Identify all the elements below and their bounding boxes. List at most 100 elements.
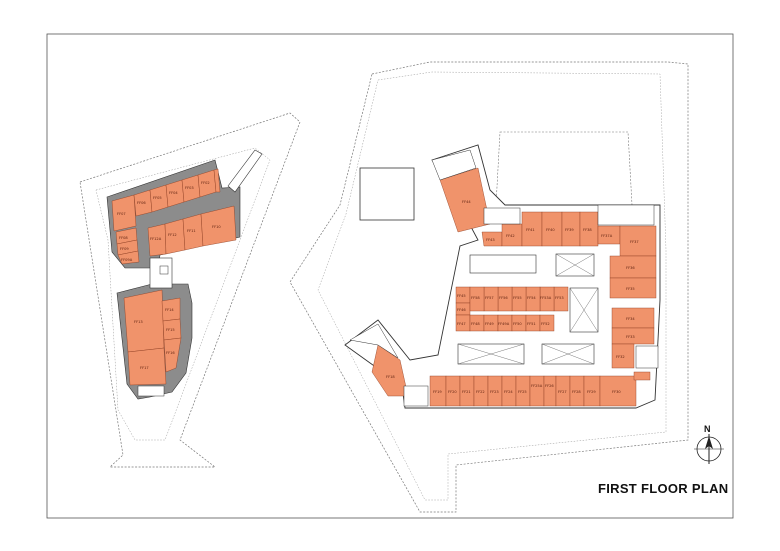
unit-ff09a[interactable] (117, 250, 140, 265)
label-ff16: FF16 (166, 351, 175, 355)
label-ff09: FF09 (120, 247, 129, 251)
core-north-east (597, 204, 655, 226)
label-ff22: FF22 (476, 390, 485, 394)
label-ff23: FF23 (490, 390, 499, 394)
label-ff24: FF24 (504, 390, 513, 394)
label-ff42: FF42 (506, 234, 515, 238)
label-ff45: FF45 (457, 294, 466, 298)
label-ff37a: FF37A (601, 234, 613, 238)
label-ff56: FF56 (499, 296, 508, 300)
unit-labels: FF07 FF06 FF05 FF04 FF03 FF02 FF08 FF09 … (117, 181, 639, 394)
label-ff34: FF34 (626, 317, 635, 321)
label-ff29: FF29 (587, 390, 596, 394)
unit-ff37[interactable] (619, 225, 657, 257)
label-ff49: FF49 (485, 322, 494, 326)
label-ff39: FF39 (565, 228, 574, 232)
label-ff32: FF32 (616, 355, 625, 359)
label-ff14: FF14 (165, 308, 174, 312)
label-ff18: FF18 (386, 375, 395, 379)
east-block (344, 144, 661, 409)
label-ff11: FF11 (187, 229, 196, 233)
label-ff52: FF52 (541, 322, 550, 326)
label-ff30: FF30 (612, 390, 621, 394)
label-ff12: FF12 (168, 233, 177, 237)
label-ff25: FF25 (518, 390, 527, 394)
label-ff21: FF21 (462, 390, 471, 394)
unit-ff10[interactable] (200, 205, 237, 247)
label-ff17: FF17 (140, 366, 149, 370)
label-ff33: FF33 (626, 335, 635, 339)
label-ff27: FF27 (558, 390, 567, 394)
label-ff04: FF04 (169, 191, 178, 195)
west-lower-stair (137, 385, 165, 397)
label-ff49a: FF49A (498, 322, 510, 326)
label-ff38: FF38 (583, 228, 592, 232)
label-ff51: FF51 (527, 322, 536, 326)
label-ff40: FF40 (546, 228, 555, 232)
unit-ff07[interactable] (111, 194, 137, 232)
label-ff15: FF15 (166, 328, 175, 332)
label-ff53: FF53 (555, 296, 564, 300)
unit-ff16[interactable] (163, 337, 182, 373)
core-north (483, 207, 521, 225)
west-stair (159, 265, 169, 275)
unit-ff17[interactable] (127, 347, 167, 386)
unit-ff18[interactable] (371, 344, 409, 397)
label-ff08: FF08 (119, 236, 128, 240)
label-ff05: FF05 (153, 196, 162, 200)
unit-ff52[interactable] (539, 314, 555, 332)
label-ff07: FF07 (117, 212, 126, 216)
wing-toilets-sw (349, 323, 399, 359)
label-ff55: FF55 (513, 296, 522, 300)
label-ff20: FF20 (448, 390, 457, 394)
wing-toilets-nw (431, 149, 477, 181)
west-lower-units (123, 289, 182, 386)
label-ff46: FF46 (457, 308, 466, 312)
label-ff10: FF10 (212, 225, 221, 229)
annex-block (359, 167, 415, 221)
label-ff36: FF36 (626, 266, 635, 270)
label-ff25a: FF25A (531, 384, 543, 388)
north-arrow-icon (694, 434, 724, 464)
unit-ff26[interactable] (543, 375, 557, 407)
label-ff50: FF50 (513, 322, 522, 326)
unit-ff32[interactable] (611, 343, 635, 369)
label-ff48: FF48 (471, 322, 480, 326)
unit-ff31[interactable] (633, 371, 651, 381)
label-ff37: FF37 (630, 240, 639, 244)
label-ff47: FF47 (457, 322, 466, 326)
upper-courtyard-outline (495, 131, 633, 206)
plan-title: FIRST FLOOR PLAN (598, 481, 729, 496)
unit-ff35[interactable] (609, 277, 657, 299)
west-top-units (111, 168, 237, 265)
west-site-boundary (79, 112, 301, 468)
label-ff41: FF41 (526, 228, 535, 232)
north-label: N (704, 424, 711, 434)
label-ff35: FF35 (626, 287, 635, 291)
label-ff06: FF06 (137, 201, 146, 205)
label-ff26: FF26 (545, 384, 554, 388)
core-east (635, 345, 659, 369)
label-ff44: FF44 (462, 200, 471, 204)
unit-ff13[interactable] (123, 289, 165, 353)
label-ff28: FF28 (572, 390, 581, 394)
label-ff58: FF58 (471, 296, 480, 300)
label-ff03: FF03 (185, 186, 194, 190)
label-ff12a: FF12A (150, 237, 162, 241)
label-ff19: FF19 (433, 390, 442, 394)
label-ff57: FF57 (485, 296, 494, 300)
label-ff09a: FF09A (121, 258, 133, 262)
east-site-boundary (289, 61, 689, 513)
west-ramp (227, 149, 263, 193)
label-ff02: FF02 (201, 181, 210, 185)
unit-ff58[interactable] (469, 286, 485, 312)
unit-ff01[interactable] (213, 168, 221, 193)
east-building-outline (344, 144, 661, 409)
core-south-west (403, 385, 429, 407)
void-north (469, 254, 537, 274)
west-block (106, 149, 263, 400)
unit-ff30[interactable] (599, 375, 637, 407)
plan-frame (46, 33, 734, 519)
unit-ff25a[interactable] (529, 375, 545, 407)
